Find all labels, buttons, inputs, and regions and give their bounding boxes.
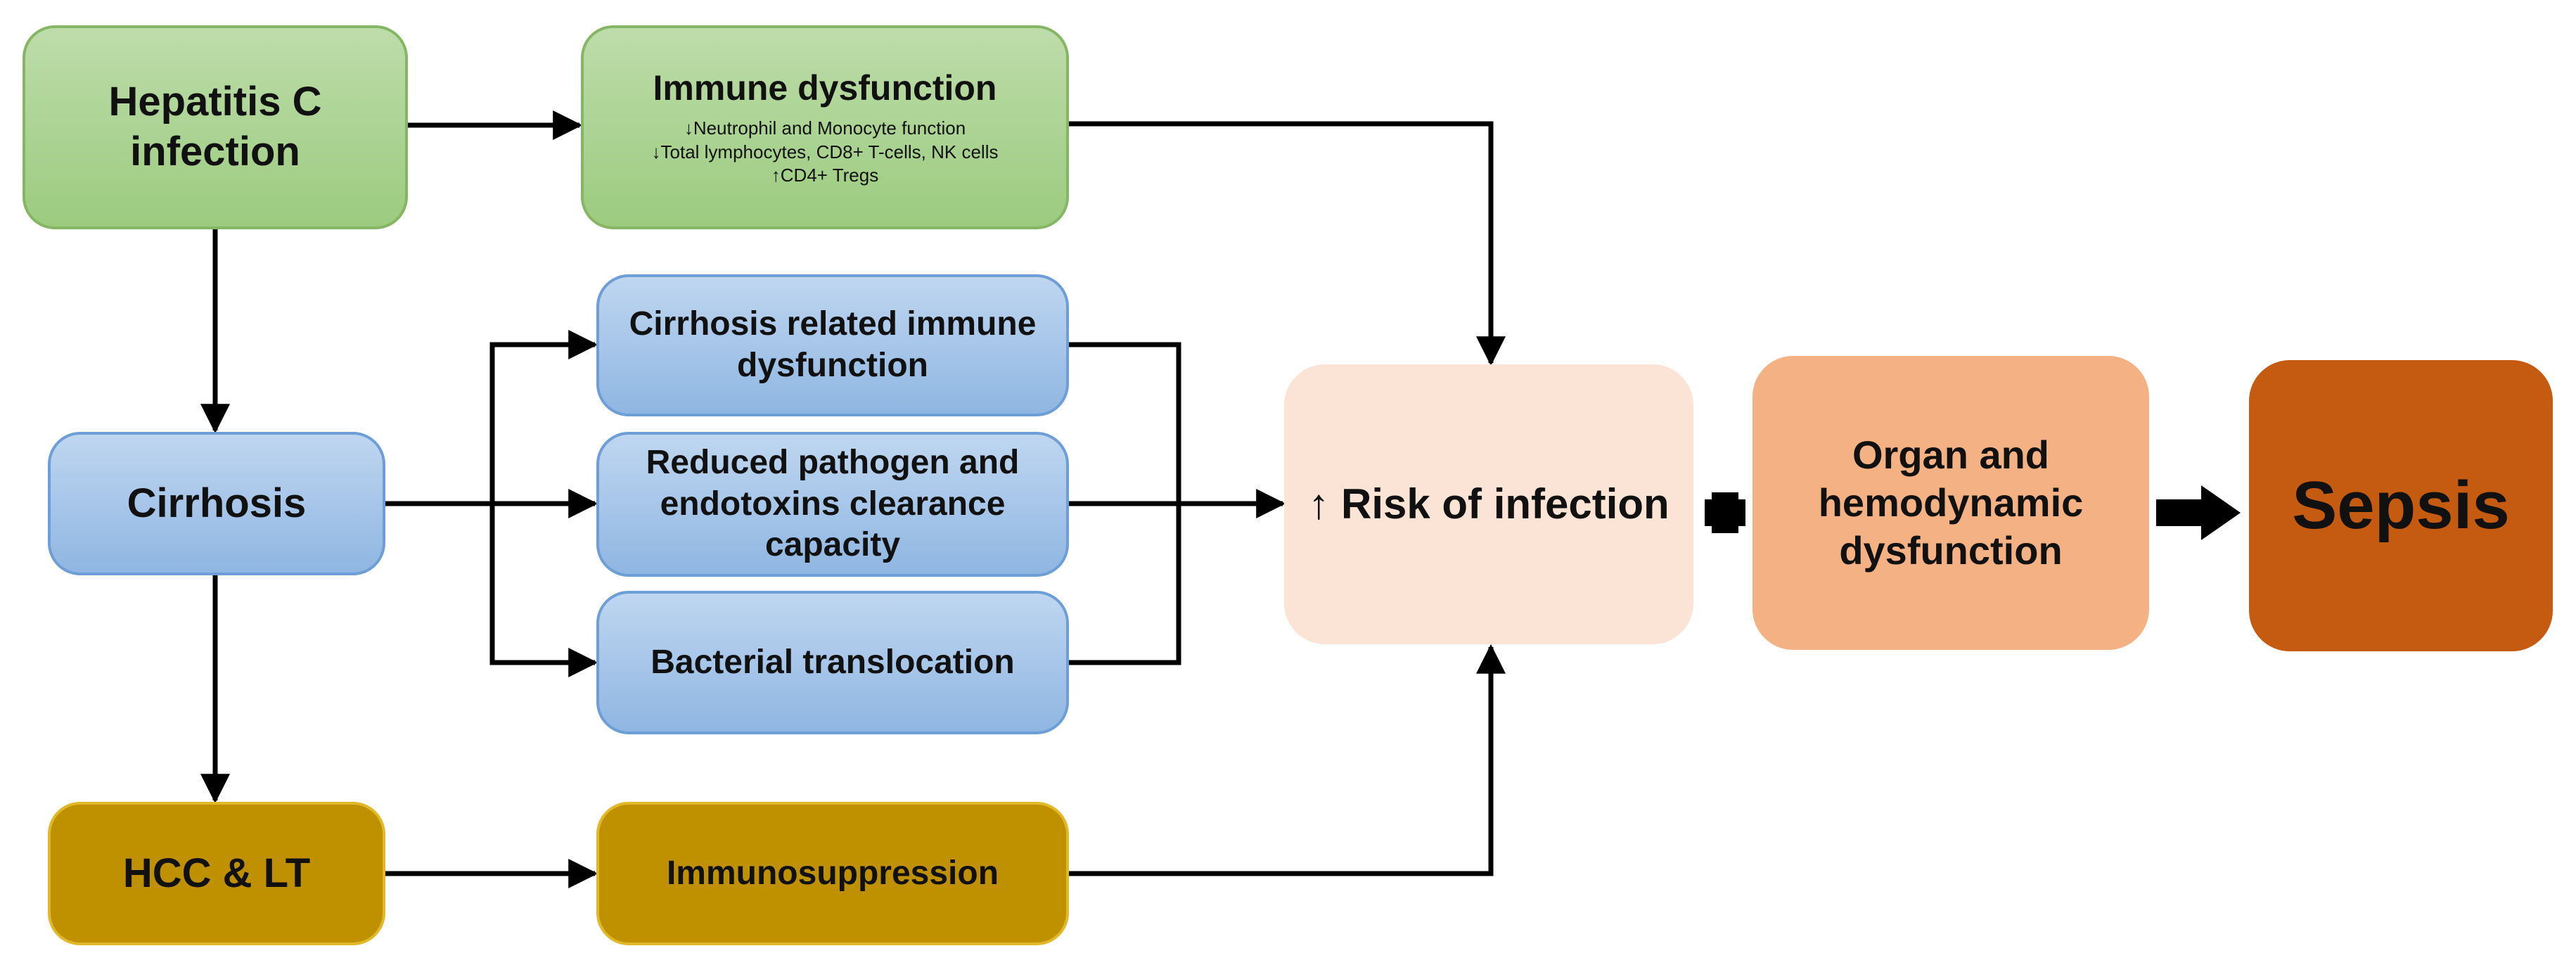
arrow-immune-dysfunction-to-risk	[1069, 121, 1506, 366]
immune-dysfunction-detail: ↑CD4+ Tregs	[771, 165, 879, 186]
cirrhosis-immune-label: Cirrhosis related immune dysfunction	[629, 305, 1037, 384]
immune-dysfunction-box: Immune dysfunction ↓Neutrophil and Monoc…	[581, 25, 1069, 229]
arrow-immunosuppression-to-risk	[1069, 644, 1506, 876]
hcc-lt-box: HCC & LT	[48, 802, 385, 945]
risk-of-infection-box: ↑ Risk of infection	[1284, 364, 1693, 644]
risk-of-infection-label: ↑ Risk of infection	[1308, 480, 1670, 528]
immunosuppression-box: Immunosuppression	[596, 802, 1069, 945]
hepatitis-c-label: Hepatitis C infection	[108, 79, 322, 174]
immune-dysfunction-title: Immune dysfunction	[653, 68, 997, 108]
plus-sign	[1705, 492, 1745, 533]
hepatitis-c-box: Hepatitis C infection	[23, 25, 408, 229]
immune-dysfunction-detail: ↓Total lymphocytes, CD8+ T-cells, NK cel…	[651, 141, 999, 162]
immunosuppression-label: Immunosuppression	[666, 854, 999, 892]
organ-dysfunction-box: Organ and hemodynamic dysfunction	[1752, 356, 2149, 650]
organ-dysfunction-label: Organ and hemodynamic dysfunction	[1818, 432, 2084, 573]
reduced-clearance-label: Reduced pathogen and endotoxins clearanc…	[646, 444, 1020, 564]
cirrhosis-immune-box: Cirrhosis related immune dysfunction	[596, 274, 1069, 416]
arrow-cirrhosis-to-cirrhosis-immune	[489, 330, 598, 504]
cirrhosis-label: Cirrhosis	[127, 480, 307, 526]
bacterial-translocation-box: Bacterial translocation	[596, 591, 1069, 734]
sepsis-box: Sepsis	[2249, 360, 2553, 651]
immune-dysfunction-detail: ↓Neutrophil and Monocyte function	[684, 117, 966, 139]
cirrhosis-box: Cirrhosis	[48, 432, 385, 575]
reduced-clearance-box: Reduced pathogen and endotoxins clearanc…	[596, 432, 1069, 577]
arrow-organ-to-sepsis	[2156, 485, 2241, 540]
arrow-cirrhosis-to-bacterial-translocation	[489, 504, 598, 677]
hcc-lt-label: HCC & LT	[122, 850, 311, 896]
sepsis-label: Sepsis	[2292, 468, 2510, 544]
bacterial-translocation-label: Bacterial translocation	[651, 643, 1015, 681]
